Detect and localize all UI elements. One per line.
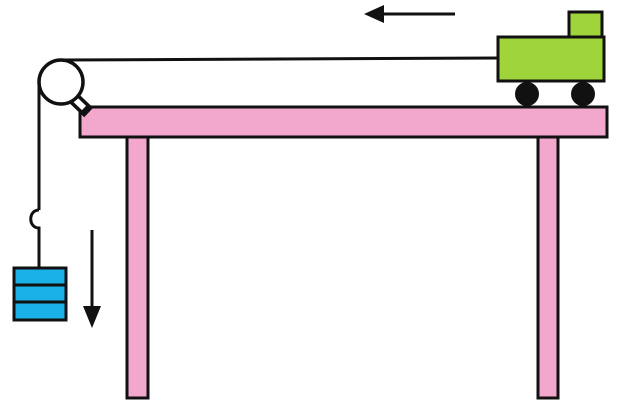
- table-top: [78, 105, 609, 139]
- pulley-icon: [37, 58, 85, 106]
- cart-body: [496, 35, 606, 83]
- hanging-mass: [12, 266, 68, 322]
- arrow-left-icon: [364, 5, 384, 23]
- cart-cab: [567, 10, 604, 39]
- hook: [29, 208, 41, 268]
- table-leg-right: [536, 134, 560, 400]
- table-leg-left: [125, 134, 150, 400]
- arrow-down-icon: [83, 306, 101, 328]
- string-horizontal: [60, 56, 501, 62]
- cart-wheel-left: [515, 82, 539, 106]
- cart-wheel-right: [571, 82, 595, 106]
